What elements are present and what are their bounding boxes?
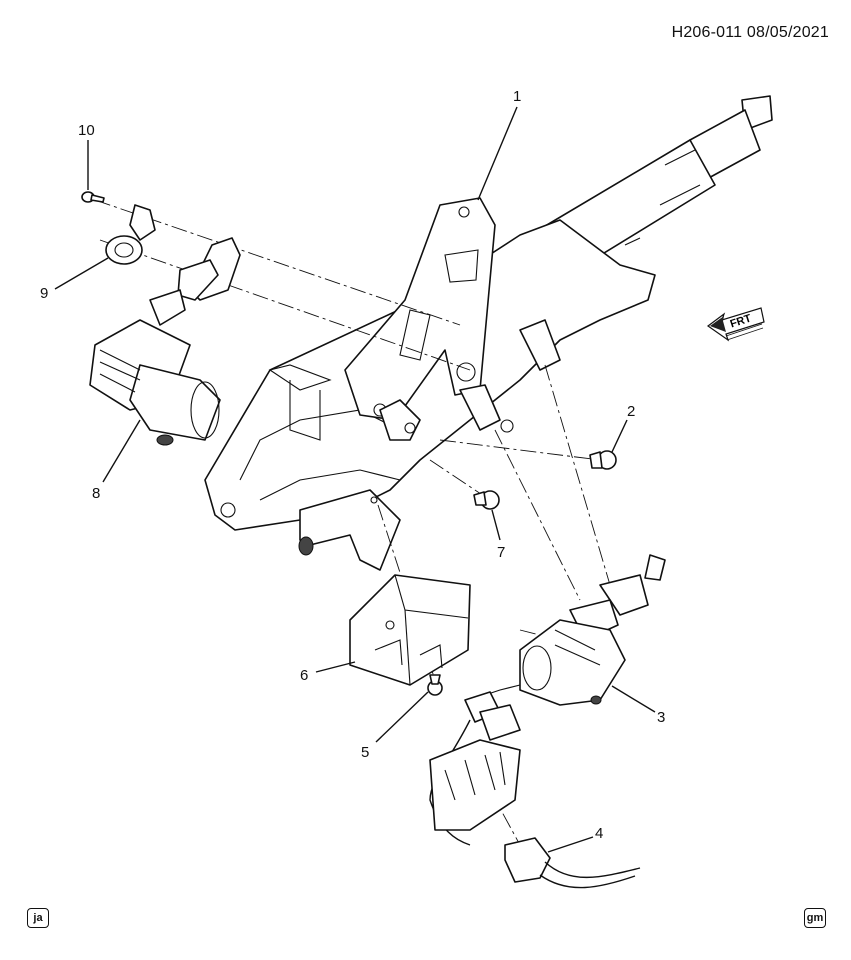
callout-10: 10 [78, 122, 95, 139]
callout-4: 4 [595, 825, 603, 842]
front-arrow-icon: FRT [706, 307, 765, 342]
gm-logo-badge: gm [804, 908, 826, 928]
part-1-steering-column [204, 95, 773, 571]
callout-8: 8 [92, 485, 100, 502]
badge-ja: ja [27, 908, 49, 928]
doc-id: H206-011 [671, 24, 743, 41]
callout-1: 1 [513, 88, 521, 105]
doc-date: 08/05/2021 [746, 24, 829, 41]
front-direction-indicator: FRT [706, 300, 766, 350]
part-6-module [349, 574, 471, 686]
part-5-screw [427, 674, 443, 696]
callout-2: 2 [627, 403, 635, 420]
callout-3: 3 [657, 709, 665, 726]
part-4-harness [429, 691, 641, 889]
part-9-bracket [105, 204, 156, 265]
part-7-screw [473, 490, 500, 510]
callout-9: 9 [40, 285, 48, 302]
part-2-screw [589, 450, 617, 470]
callout-6: 6 [300, 667, 308, 684]
part-10-screw [81, 191, 105, 203]
part-3-motor [469, 554, 666, 706]
callout-5: 5 [361, 744, 369, 761]
part-8-motor [89, 237, 241, 446]
leader-lines [54, 106, 656, 853]
callout-7: 7 [497, 544, 505, 561]
diagram-header: H206-011 08/05/2021 [672, 24, 829, 42]
